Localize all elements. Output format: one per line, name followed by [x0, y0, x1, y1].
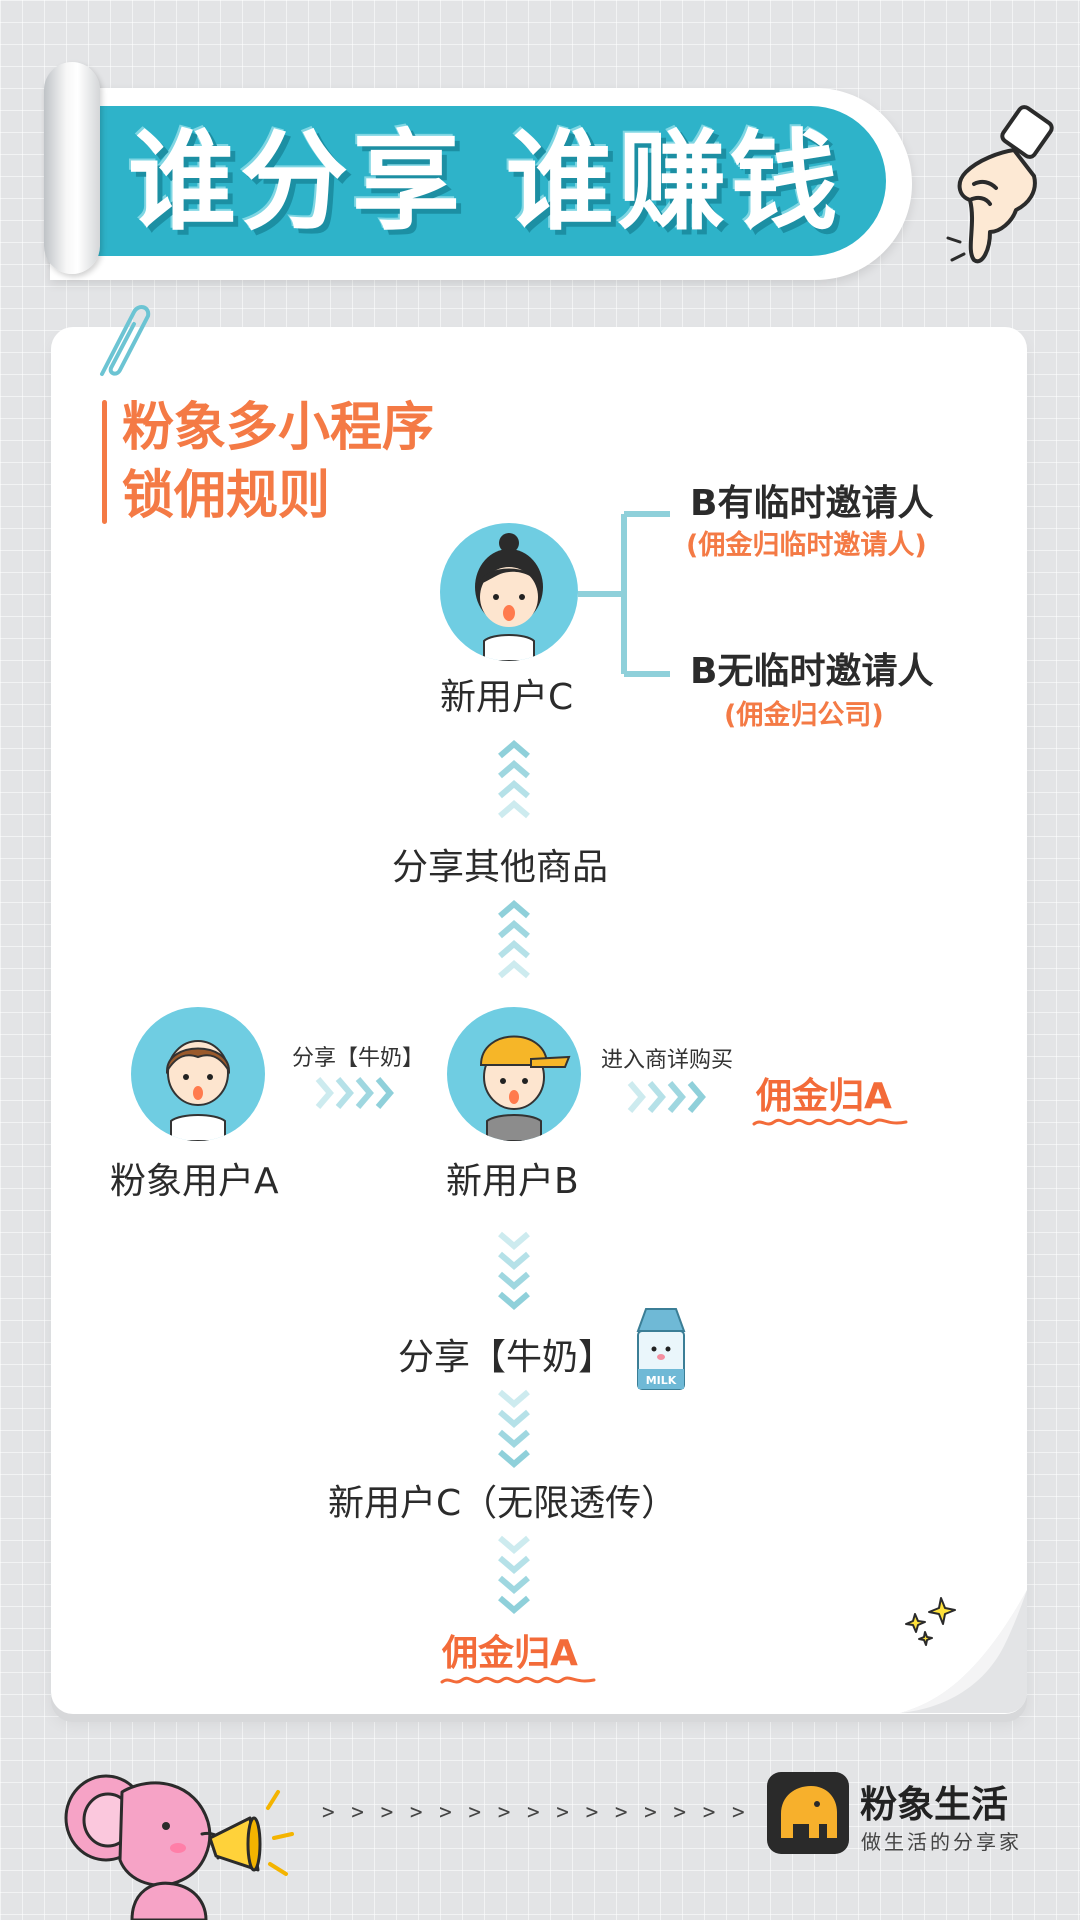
rules-title-line1: 粉象多小程序 [122, 398, 435, 458]
chevrons-down-icon [498, 1535, 530, 1614]
share-milk-small-label: 分享【牛奶】 [292, 1046, 425, 1071]
chevrons-down-icon [498, 1389, 530, 1468]
chevrons-down-icon [498, 1231, 530, 1310]
option-with-inviter-note: (佣金归临时邀请人) [686, 530, 927, 561]
milk-carton-text: MILK [646, 1374, 677, 1387]
rules-title: 粉象多小程序 锁佣规则 [122, 394, 622, 530]
brand-name: 粉象生活 [860, 1783, 1008, 1826]
squiggle-underline [752, 1118, 908, 1126]
chevrons-up-icon [498, 740, 530, 819]
option-without-inviter-title: B无临时邀请人 [690, 651, 934, 692]
user-c-label: 新用户C [440, 677, 574, 718]
paperclip-icon [100, 305, 151, 376]
option-without-inviter-note: (佣金归公司) [724, 700, 884, 731]
brand-slogan: 做生活的分享家 [861, 1830, 1022, 1854]
footer-arrow-line: > > > > > > > > > > > > > > > [322, 1800, 747, 1824]
enter-detail-small-label: 进入商详购买 [601, 1048, 734, 1073]
option-with-inviter-title: B有临时邀请人 [690, 483, 934, 524]
avatar-user-c [440, 523, 578, 661]
brand-logo [767, 1772, 849, 1854]
user-a-label: 粉象用户A [110, 1161, 279, 1202]
avatar-user-a [131, 1007, 265, 1141]
commission-to-a-label: 佣金归A [756, 1076, 892, 1117]
user-c-unlimited-label: 新用户C（无限透传） [328, 1483, 678, 1524]
cap-boy-avatar-icon [479, 1035, 571, 1141]
chevrons-right-icon [315, 1077, 394, 1109]
title-banner-fill [90, 106, 886, 256]
sparkle-icon [905, 1597, 956, 1646]
share-other-products-label: 分享其他商品 [392, 847, 609, 888]
chevrons-up-icon [498, 900, 530, 979]
squiggle-underline [440, 1676, 596, 1684]
banner-title: 谁分享 谁赚钱 [128, 120, 842, 245]
user-b-label: 新用户B [446, 1161, 579, 1202]
banner-scroll-roll [44, 62, 100, 274]
rules-accent-bar [102, 400, 107, 524]
avatar-user-b [447, 1007, 581, 1141]
rules-title-line2: 锁佣规则 [122, 466, 331, 526]
share-milk-label: 分享【牛奶】 [398, 1337, 615, 1378]
milk-carton-icon: MILK [636, 1308, 686, 1390]
chevrons-right-icon [627, 1081, 706, 1113]
girl-avatar-icon [475, 533, 543, 661]
branch-connector [578, 511, 670, 677]
elephant-logo-icon [781, 1786, 837, 1838]
commission-to-a-final-label: 佣金归A [442, 1633, 578, 1674]
pointing-hand-icon [946, 105, 1054, 264]
page-curl [900, 1590, 1027, 1713]
elephant-megaphone-icon [64, 1774, 294, 1920]
boy-avatar-icon [165, 1040, 231, 1141]
